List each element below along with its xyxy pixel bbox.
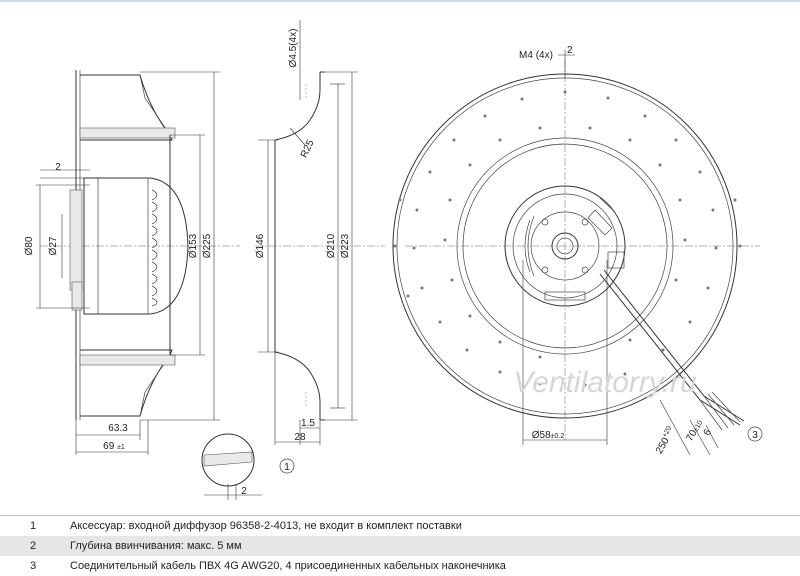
note-number: 3 — [30, 560, 37, 572]
dim-250: 250+20 — [653, 425, 678, 456]
dim-d4-5: Ø4.5(4x) — [288, 29, 299, 68]
section-view — [255, 20, 385, 474]
notes-table: 1 Аксессуар: входной диффузор 96358-2-40… — [0, 515, 800, 576]
dim-28: 28 — [294, 432, 306, 443]
dim-d225: Ø225 — [202, 233, 213, 258]
dim-63-3: 63.3 — [108, 423, 128, 434]
callout-1: 1 — [284, 462, 290, 473]
callout-3: 3 — [752, 430, 758, 441]
watermark: Ventilatorry.ru — [513, 366, 697, 399]
dim-d223: Ø223 — [340, 233, 351, 258]
dim-two-m4: 2 — [567, 45, 573, 56]
note-text: Глубина ввинчивания: макс. 5 мм — [70, 540, 242, 552]
note-number: 2 — [30, 540, 37, 552]
dim-d153: Ø153 — [188, 233, 199, 258]
dim-m4: M4 (4x) — [519, 50, 553, 61]
dim-d27: Ø27 — [48, 236, 59, 255]
note-row: 3 Соединительный кабель ПВХ 4G AWG20, 4 … — [0, 556, 800, 576]
dim-two-detail: 2 — [241, 486, 247, 497]
dim-69: 69 ±1 — [103, 441, 125, 452]
dim-d210: Ø210 — [326, 233, 337, 258]
note-text: Аксессуар: входной диффузор 96358-2-4013… — [70, 520, 462, 532]
front-view — [392, 50, 763, 456]
note-text: Соединительный кабель ПВХ 4G AWG20, 4 пр… — [70, 560, 506, 572]
note-number: 1 — [30, 520, 37, 532]
dim-1-5: 1.5 — [301, 418, 315, 429]
note-row: 1 Аксессуар: входной диффузор 96358-2-40… — [0, 516, 800, 536]
technical-drawing: Ø80 Ø27 Ø153 Ø225 2 63.3 69 ±1 2 Ø146 Ø2… — [0, 0, 800, 500]
dim-d80: Ø80 — [24, 236, 35, 255]
side-view — [36, 70, 262, 500]
dim-6: 6 — [702, 427, 715, 438]
dim-d58: Ø58±0.2 — [532, 430, 565, 441]
note-row: 2 Глубина ввинчивания: макс. 5 мм — [0, 536, 800, 556]
dim-two-top: 2 — [55, 162, 61, 173]
dim-70: 70±10 — [684, 418, 705, 443]
dim-d146: Ø146 — [255, 233, 266, 258]
